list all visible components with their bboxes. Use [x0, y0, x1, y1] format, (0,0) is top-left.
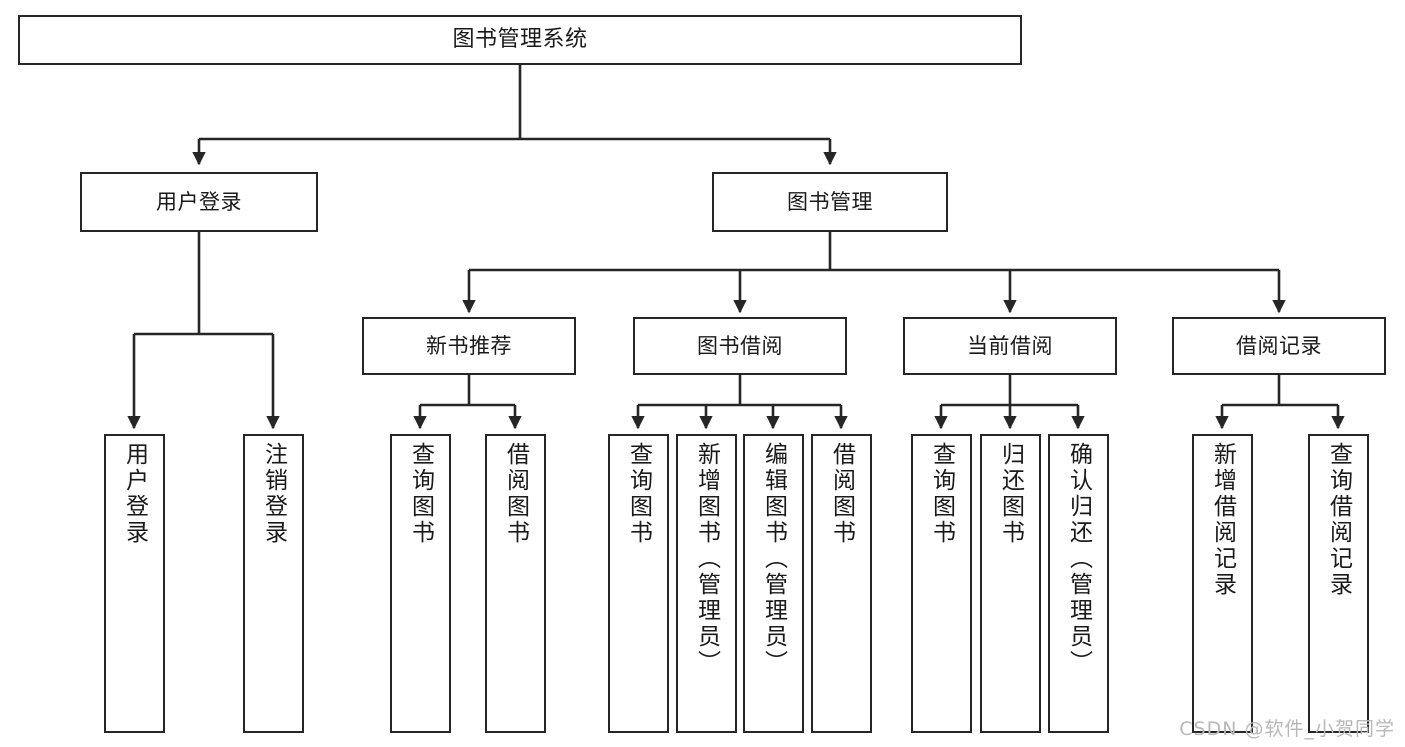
leaf-confirm-return-admin[interactable]: 确认归还（管理员） — [1048, 434, 1109, 733]
leaf-user-login[interactable]: 用户登录 — [104, 434, 165, 733]
node-label: 归还图书 — [997, 442, 1024, 546]
leaf-borrow-book-borrow[interactable]: 借阅图书 — [811, 434, 872, 733]
node-current-borrow[interactable]: 当前借阅 — [903, 317, 1117, 375]
leaf-return-book[interactable]: 归还图书 — [980, 434, 1041, 733]
node-user-login[interactable]: 用户登录 — [80, 172, 318, 232]
node-label: 当前借阅 — [967, 333, 1053, 358]
leaf-add-book-admin[interactable]: 新增图书（管理员） — [676, 434, 737, 733]
leaf-query-borrow-record[interactable]: 查询借阅记录 — [1308, 434, 1369, 733]
node-label: 图书管理 — [787, 189, 873, 214]
leaf-query-book-borrow[interactable]: 查询图书 — [608, 434, 669, 733]
node-label: 借阅记录 — [1236, 333, 1322, 358]
node-label: 用户登录 — [121, 442, 148, 546]
node-label: 用户登录 — [156, 189, 242, 214]
node-label: 图书借阅 — [697, 333, 783, 358]
node-label: 借阅图书 — [828, 442, 855, 546]
node-label: 注销登录 — [260, 442, 287, 546]
node-new-book-recommend[interactable]: 新书推荐 — [362, 317, 576, 375]
node-label: 新书推荐 — [426, 333, 512, 358]
node-root-system[interactable]: 图书管理系统 — [18, 15, 1022, 65]
node-label: 查询图书 — [625, 442, 652, 546]
node-label: 查询图书 — [928, 442, 955, 546]
node-label: 借阅图书 — [502, 442, 529, 546]
node-label: 编辑图书（管理员） — [760, 442, 787, 676]
node-label: 查询图书 — [407, 442, 434, 546]
node-book-manage[interactable]: 图书管理 — [712, 172, 948, 232]
node-label: 新增借阅记录 — [1209, 442, 1236, 598]
leaf-query-book-new-rec[interactable]: 查询图书 — [390, 434, 451, 733]
node-label: 图书管理系统 — [452, 27, 588, 53]
csdn-watermark: CSDN @软件_小贺同学 — [1179, 718, 1395, 740]
node-borrow-record[interactable]: 借阅记录 — [1172, 317, 1386, 375]
leaf-edit-book-admin[interactable]: 编辑图书（管理员） — [743, 434, 804, 733]
leaf-add-borrow-record[interactable]: 新增借阅记录 — [1192, 434, 1253, 733]
leaf-borrow-book-new-rec[interactable]: 借阅图书 — [485, 434, 546, 733]
node-label: 新增图书（管理员） — [693, 442, 720, 676]
leaf-user-logout[interactable]: 注销登录 — [243, 434, 304, 733]
node-book-borrow[interactable]: 图书借阅 — [633, 317, 847, 375]
node-label: 查询借阅记录 — [1325, 442, 1352, 598]
leaf-query-book-current[interactable]: 查询图书 — [911, 434, 972, 733]
node-label: 确认归还（管理员） — [1065, 442, 1092, 676]
